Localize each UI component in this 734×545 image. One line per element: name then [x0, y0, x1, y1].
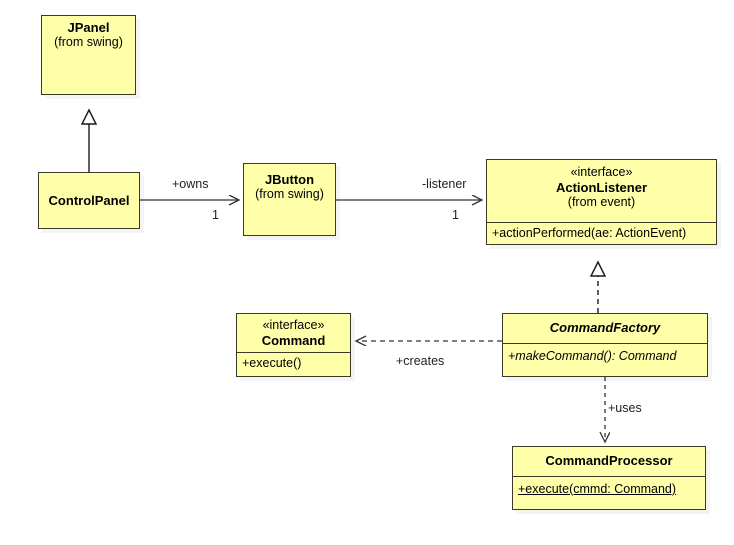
class-box-actionlistener[interactable]: «interface» ActionListener (from event) …: [486, 159, 717, 245]
class-name-commandprocessor: CommandProcessor: [545, 453, 673, 468]
class-box-controlpanel[interactable]: ControlPanel: [38, 172, 140, 229]
class-box-commandprocessor[interactable]: CommandProcessor +execute(cmmd: Command): [512, 446, 706, 510]
class-name-commandfactory: CommandFactory: [549, 320, 661, 335]
class-stereotype-actionlistener: «interface»: [570, 165, 633, 179]
class-header-jpanel: JPanel (from swing): [42, 16, 135, 55]
class-operations-commandprocessor: +execute(cmmd: Command): [513, 476, 705, 501]
edge-label-listener: -listener: [422, 177, 467, 191]
edge-label-creates: +creates: [396, 354, 445, 368]
edge-label-listener-multiplicity: 1: [452, 208, 459, 222]
class-name-actionlistener: ActionListener: [555, 179, 647, 195]
class-header-command: «interface» Command: [237, 314, 350, 352]
class-box-commandfactory[interactable]: CommandFactory +makeCommand(): Command: [502, 313, 708, 377]
edge-label-owns-multiplicity: 1: [212, 208, 219, 222]
class-operations-command: +execute(): [237, 352, 350, 375]
class-package-jbutton: (from swing): [255, 187, 324, 202]
class-name-controlpanel: ControlPanel: [48, 192, 130, 208]
class-box-command[interactable]: «interface» Command +execute(): [236, 313, 351, 377]
class-box-jpanel[interactable]: JPanel (from swing): [41, 15, 136, 95]
operation-makecommand: +makeCommand(): Command: [508, 349, 677, 363]
operation-execute-cmmd: +execute(cmmd: Command): [518, 482, 677, 496]
class-box-jbutton[interactable]: JButton (from swing): [243, 163, 336, 236]
class-package-jpanel: (from swing): [54, 35, 123, 50]
class-header-actionlistener: «interface» ActionListener (from event): [487, 160, 716, 222]
class-operations-commandfactory: +makeCommand(): Command: [503, 343, 707, 368]
class-name-jpanel: JPanel: [67, 20, 110, 35]
operation-actionperformed: +actionPerformed(ae: ActionEvent): [492, 226, 687, 240]
class-stereotype-command: «interface»: [262, 318, 325, 332]
edge-label-uses: +uses: [608, 401, 642, 415]
class-name-jbutton: JButton: [264, 172, 315, 187]
class-operations-actionlistener: +actionPerformed(ae: ActionEvent): [487, 222, 716, 245]
operation-execute: +execute(): [242, 356, 302, 370]
class-name-command: Command: [261, 332, 326, 348]
class-package-actionlistener: (from event): [567, 194, 636, 209]
class-header-controlpanel: ControlPanel: [39, 193, 139, 208]
class-header-commandfactory: CommandFactory: [503, 314, 707, 343]
class-header-jbutton: JButton (from swing): [244, 164, 335, 207]
edge-label-owns: +owns: [172, 177, 209, 191]
class-header-commandprocessor: CommandProcessor: [513, 447, 705, 476]
